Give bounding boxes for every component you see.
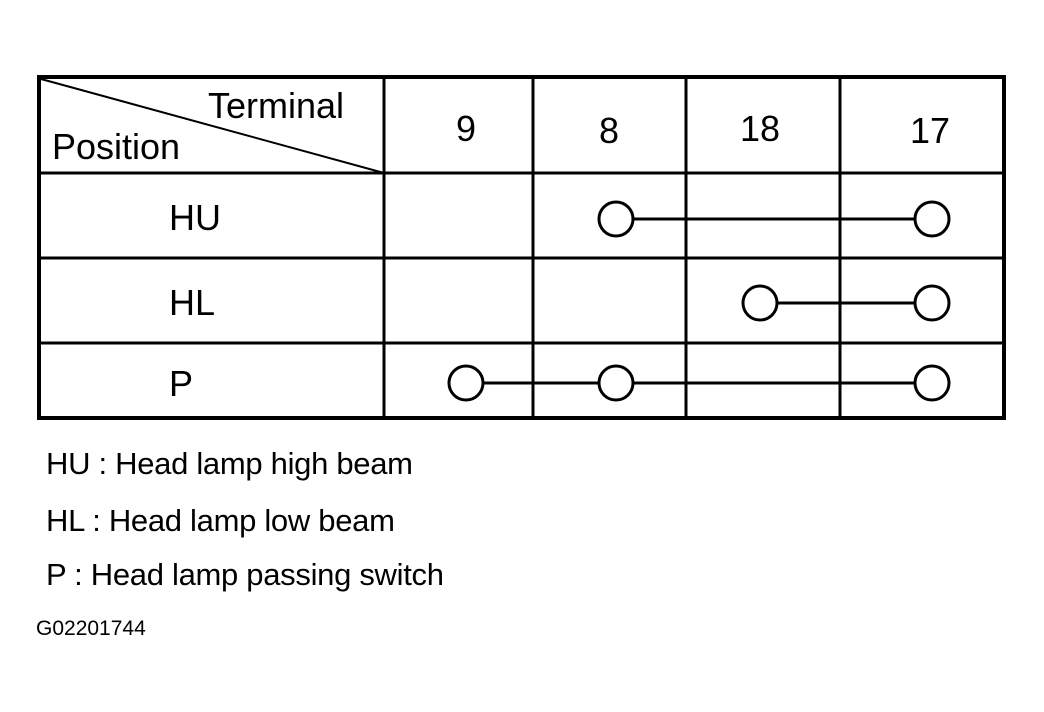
- table-frame: [37, 75, 1006, 420]
- terminal-connection-circle: [447, 364, 485, 402]
- terminal-number: 8: [599, 110, 619, 151]
- legend-item: HL : Head lamp low beam: [46, 503, 395, 538]
- position-header-label: Position: [52, 126, 180, 167]
- position-label: P: [169, 363, 193, 404]
- header-diagonal-line: [40, 78, 385, 174]
- terminal-header-label: Terminal: [208, 85, 344, 126]
- terminal-number: 17: [910, 110, 950, 151]
- continuity-connectors: [447, 200, 951, 402]
- terminal-connection-circle: [597, 200, 635, 238]
- legend-item: HU : Head lamp high beam: [46, 446, 413, 481]
- terminal-connection-circle: [741, 284, 779, 322]
- terminal-connection-circle: [913, 364, 951, 402]
- terminal-connection-circle: [597, 364, 635, 402]
- position-label: HU: [169, 197, 221, 238]
- legend-item: P : Head lamp passing switch: [46, 557, 444, 592]
- terminal-number: 18: [740, 108, 780, 149]
- figure-id: G02201744: [36, 617, 146, 640]
- terminal-number: 9: [456, 108, 476, 149]
- position-label: HL: [169, 282, 215, 323]
- terminal-connection-circle: [913, 200, 951, 238]
- terminal-connection-circle: [913, 284, 951, 322]
